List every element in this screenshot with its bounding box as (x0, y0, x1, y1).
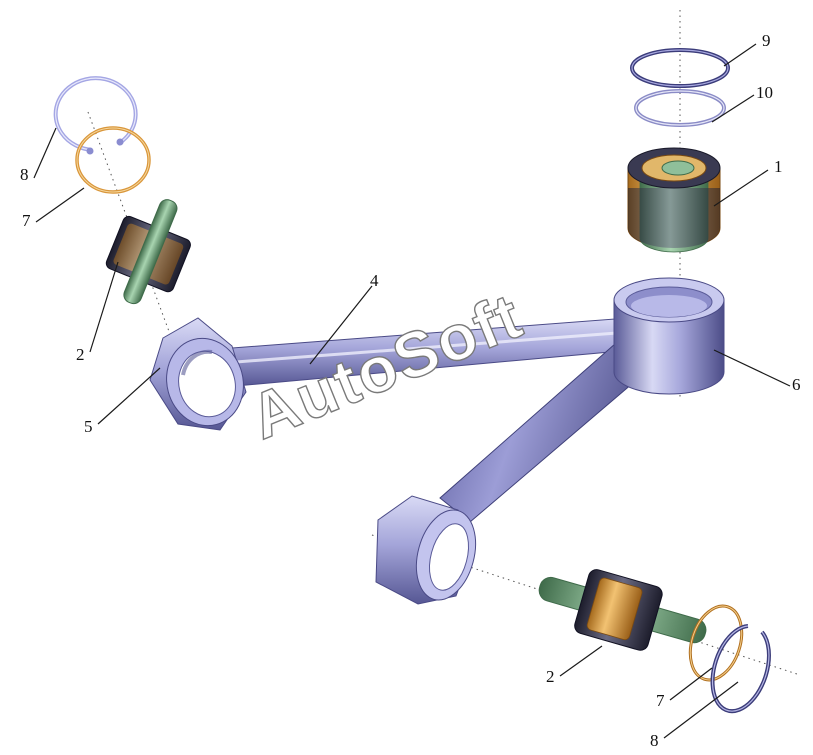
callout-labels: 1 9 10 8 7 2 4 5 6 2 7 8 (20, 31, 801, 750)
bushing-2-bottom (538, 569, 707, 651)
bushing-2-top (105, 199, 191, 305)
callout-9: 9 (762, 31, 771, 50)
callout-8-bottom: 8 (650, 731, 659, 750)
callout-4: 4 (370, 271, 379, 290)
callout-8-top: 8 (20, 165, 29, 184)
eye-6 (613, 277, 725, 395)
circlip-8-bottom (710, 624, 771, 714)
callout-7-bottom: 7 (656, 691, 665, 710)
callout-6: 6 (792, 375, 801, 394)
callout-1: 1 (774, 157, 783, 176)
ring-9 (630, 48, 730, 88)
callout-10: 10 (756, 83, 773, 102)
axis-bottom-diagonal (371, 534, 801, 676)
ring-7-top (75, 126, 151, 194)
circlip-8-top (53, 76, 138, 155)
eye-lower (375, 495, 477, 605)
callout-2-bottom: 2 (546, 667, 555, 686)
callout-2-top: 2 (76, 345, 85, 364)
bushing-1 (627, 147, 721, 253)
ring-7-bottom (688, 604, 744, 682)
ring-10 (634, 89, 726, 127)
eye-5 (149, 317, 247, 431)
callout-5: 5 (84, 417, 93, 436)
leader-lines (33, 43, 791, 739)
callout-7-top: 7 (22, 211, 31, 230)
